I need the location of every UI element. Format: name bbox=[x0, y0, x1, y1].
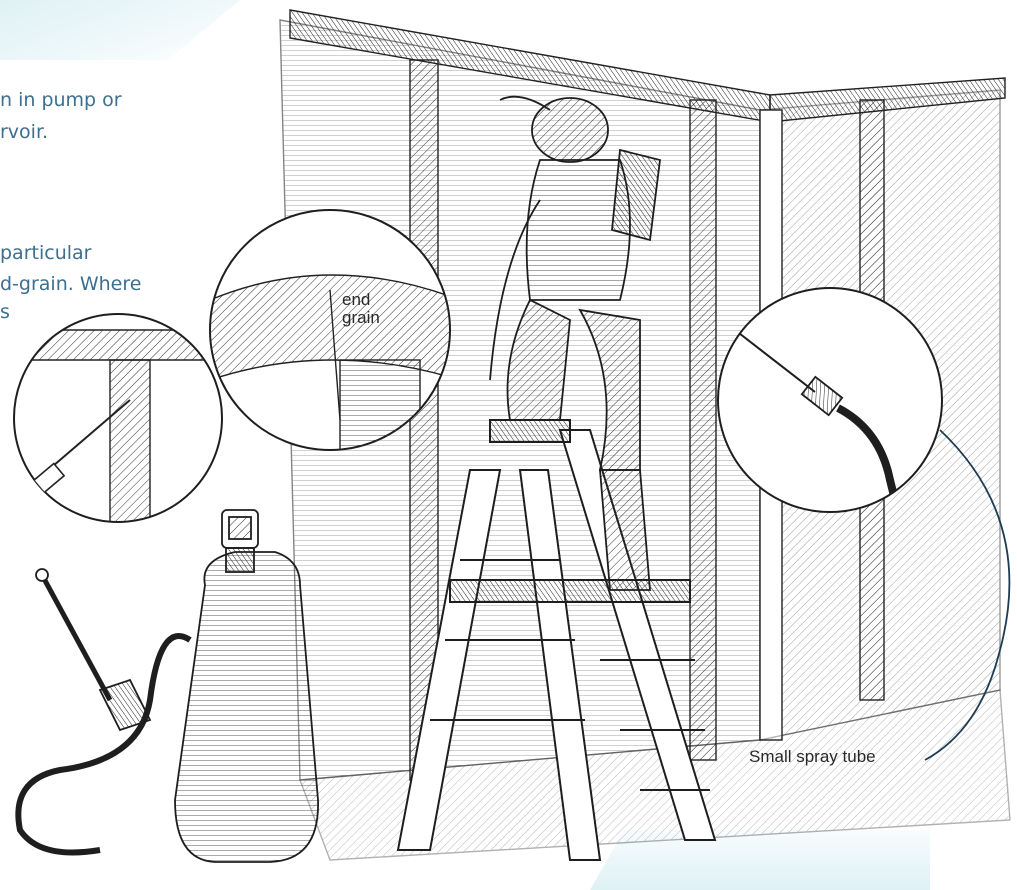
label-end: end bbox=[342, 291, 370, 309]
label-grain: grain bbox=[342, 309, 380, 327]
pump-sprayer bbox=[18, 510, 318, 862]
label-small-spray-tube: Small spray tube bbox=[749, 748, 876, 766]
